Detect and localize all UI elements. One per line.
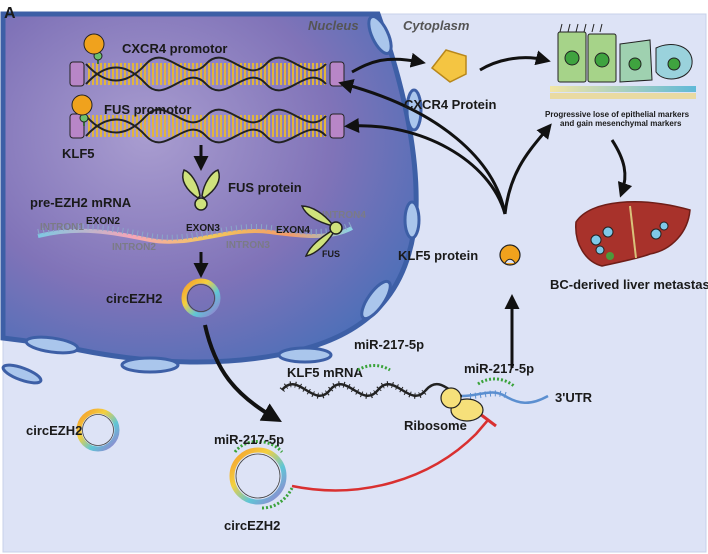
exon4: EXON4 [276, 225, 310, 236]
ribosome-icon [440, 387, 484, 422]
panel-letter: A [4, 5, 16, 22]
cxcr4-promoter-label: CXCR4 promotor [122, 41, 227, 56]
intron4: INTRON4 [322, 210, 366, 221]
emt-cells [550, 23, 696, 99]
arrow-klf5-to-cxcr4 [338, 79, 507, 215]
inhibition-bar [479, 412, 497, 428]
fus-protein-label: FUS protein [228, 180, 302, 195]
intron1: INTRON1 [40, 222, 84, 233]
nuclear-envelope-vesicles [1, 15, 423, 385]
outcome-label: BC-derived liver metastasis [550, 277, 708, 292]
klf5-on-fus [71, 94, 93, 126]
arrow-cxcr4-to-emt [479, 50, 551, 72]
nuclear-circrna [181, 278, 221, 318]
free-mirna-label: miR-217-5p [354, 337, 424, 352]
arrow-klf5-to-fus [344, 118, 507, 215]
inhibition-line [291, 419, 489, 492]
klf5-on-cxcr4 [83, 33, 105, 64]
nucleus-label: Nucleus [308, 18, 359, 33]
circrna-sponge [229, 440, 294, 510]
emt-caption-line1: Progressive lose of epithelial markers [545, 110, 690, 119]
arrow-to-liver [610, 139, 633, 198]
exon3: EXON3 [186, 223, 220, 234]
exon2: EXON2 [86, 216, 120, 227]
klf5-mrna-label: KLF5 mRNA [287, 365, 363, 380]
fus-protein-icon [182, 169, 220, 211]
arrow-export [203, 324, 282, 422]
klf5-mrna-strand [279, 381, 549, 404]
fus-bound-icon [300, 205, 343, 258]
klf5-protein-label: KLF5 protein [398, 248, 478, 263]
klf5-tf-label: KLF5 [62, 146, 95, 161]
arrow-klf5-to-emt [503, 123, 552, 215]
pre-mrna-title: pre-EZH2 mRNA [30, 195, 132, 210]
fus-bound-label: FUS [322, 249, 340, 259]
cxcr4-protein-label: CXCR4 Protein [404, 97, 497, 112]
sponged-mirna-label: miR-217-5p [214, 432, 284, 447]
nuclear-circrna-label: circEZH2 [106, 291, 162, 306]
cytoplasmic-circrna-label: circEZH2 [26, 423, 82, 438]
intron2: INTRON2 [112, 242, 156, 253]
emt-caption-line2: and gain mesenchymal markers [560, 119, 682, 128]
fus-dna [69, 108, 345, 144]
cytoplasm-label: Cytoplasm [403, 18, 470, 33]
liver-icon [575, 201, 691, 267]
utr-label: 3'UTR [555, 390, 593, 405]
fus-promoter-label: FUS promotor [104, 102, 191, 117]
free-mirna-icon [357, 364, 391, 372]
klf5-protein-icon [499, 244, 521, 266]
bound-mirna-label: miR-217-5p [464, 361, 534, 376]
arrow-to-cxcr4-protein [351, 52, 426, 74]
ribosome-label: Ribosome [404, 418, 467, 433]
sponge-circrna-label: circEZH2 [224, 518, 280, 533]
intron3: INTRON3 [226, 240, 270, 251]
pre-mrna-strand [37, 226, 353, 244]
cxcr4-protein-icon [430, 49, 467, 83]
cytoplasmic-circrna [76, 408, 120, 452]
